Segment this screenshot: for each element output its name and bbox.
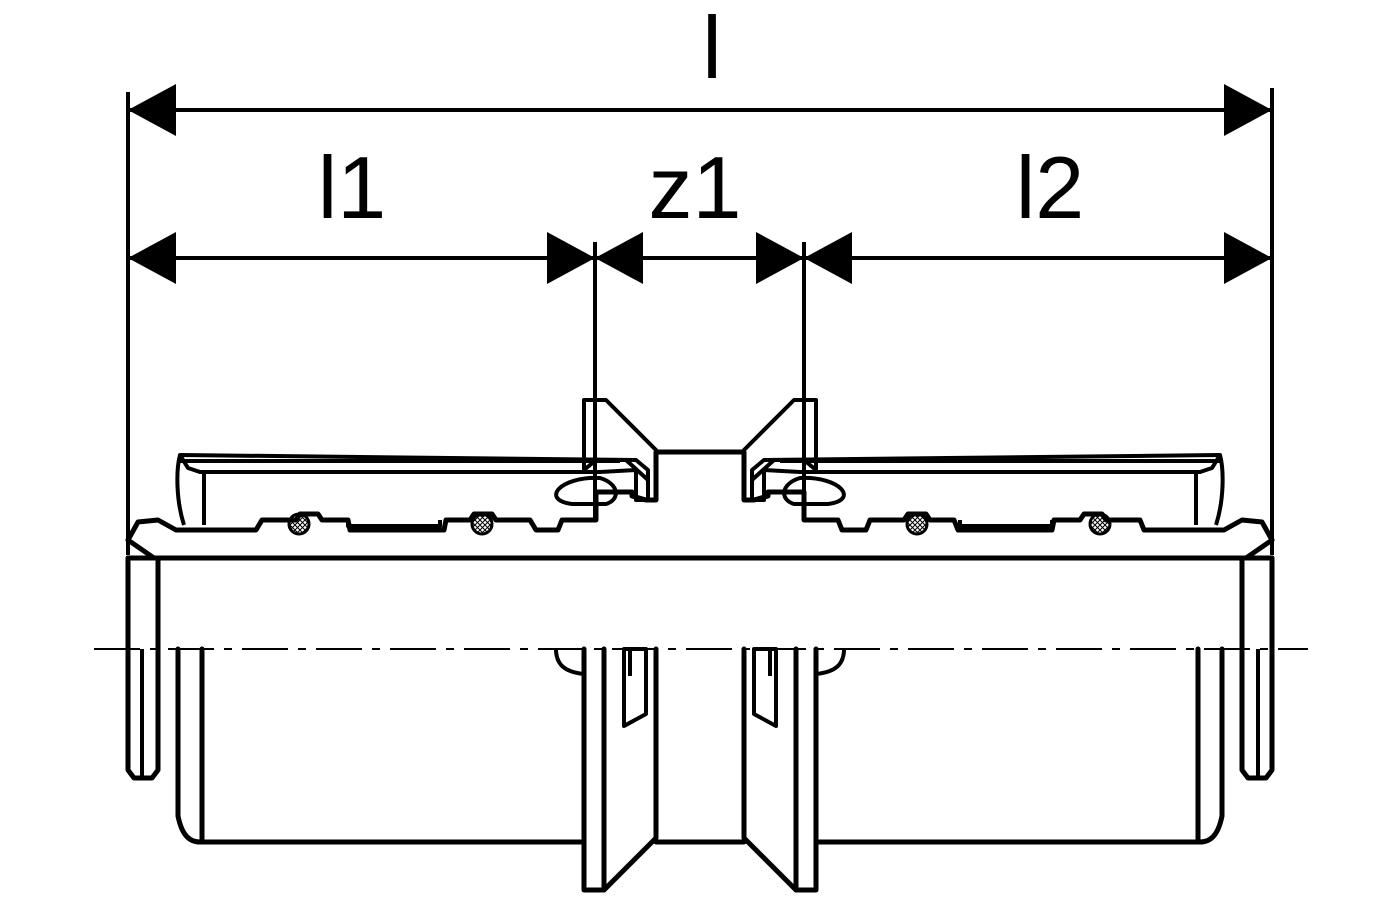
- clamp-ring-left-window: [622, 647, 648, 728]
- press-sleeve-right: [750, 453, 1222, 502]
- arrowhead: [756, 232, 804, 284]
- support-groove-left: [346, 520, 442, 528]
- dimension-label-z1: z1: [649, 138, 742, 237]
- dimensions: l l1 z1 l2: [126, 0, 1274, 555]
- fitting-body-section: [125, 449, 1275, 561]
- o-ring-icon: [287, 512, 311, 536]
- dimension-label-l2: l2: [1016, 138, 1085, 237]
- dimension-center: z1: [595, 138, 804, 284]
- exterior-view: [125, 555, 1275, 893]
- arrowhead: [128, 84, 176, 136]
- retaining-hook-right: [782, 475, 846, 506]
- dimension-label-l1: l1: [318, 138, 387, 237]
- sleeve-exterior-right: [813, 646, 1225, 845]
- sleeve-exterior-left: [175, 646, 587, 845]
- o-ring-icon: [470, 512, 494, 536]
- dimension-right-insertion: l2: [804, 138, 1272, 284]
- support-groove-right: [958, 520, 1054, 528]
- arrowhead: [128, 232, 176, 284]
- retaining-hook-left: [554, 475, 618, 506]
- press-sleeve-right-end: [1214, 454, 1225, 526]
- clamp-ring-right-section: [742, 398, 818, 502]
- arrowhead: [804, 232, 852, 284]
- arrowhead: [595, 232, 643, 284]
- o-ring-icon: [1088, 512, 1112, 536]
- press-sleeve-left: [178, 453, 650, 502]
- dimension-left-insertion: l1: [128, 138, 595, 284]
- dimension-overall: l: [128, 0, 1272, 136]
- arrowhead: [1224, 232, 1272, 284]
- clamp-ring-left-section: [582, 398, 658, 502]
- clamp-ring-right-window: [752, 647, 778, 728]
- arrowhead: [547, 232, 595, 284]
- dimension-label-overall: l: [702, 0, 722, 97]
- arrowhead: [1224, 84, 1272, 136]
- clamp-ring-left-notch: [554, 648, 585, 676]
- clamp-ring-right-notch: [815, 648, 846, 676]
- o-ring-icon: [905, 512, 929, 536]
- sectional-view: [125, 398, 1275, 561]
- press-sleeve-left-end: [175, 454, 186, 526]
